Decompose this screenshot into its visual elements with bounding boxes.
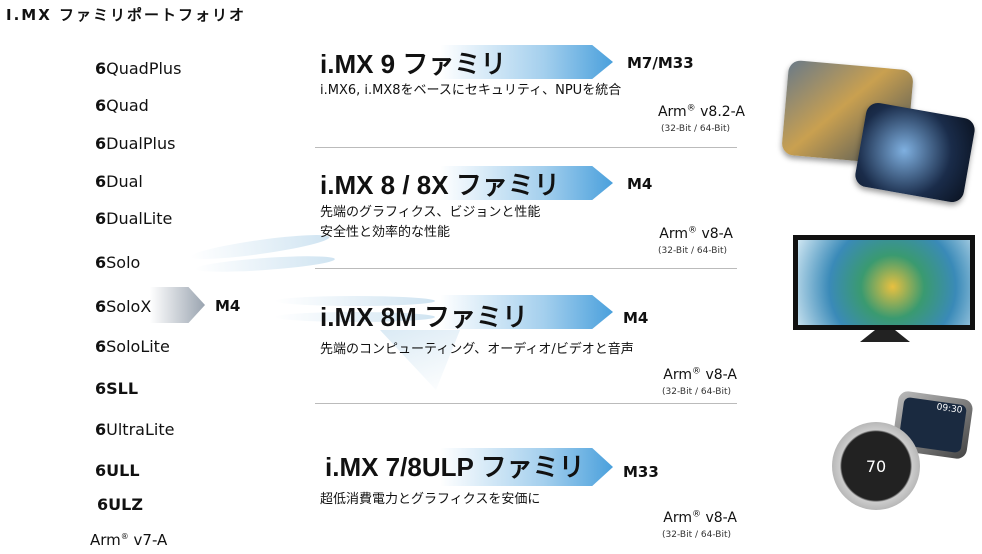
family-title: i.MX 7/8ULP ファミリ	[325, 452, 585, 482]
family-arrow	[440, 45, 613, 79]
family-core: M4	[623, 309, 649, 327]
imx6-item: 6SoloX	[95, 297, 152, 316]
automotive-tablet-image	[853, 101, 977, 204]
thermostat-value: 70	[865, 456, 887, 476]
family-desc: 先端のグラフィクス、ビジョンと性能	[320, 205, 541, 220]
page-title: I.MX ファミリポートフォリオ	[6, 6, 246, 24]
family-desc: 先端のコンピューティング、オーディオ/ビデオと音声	[320, 342, 634, 357]
divider	[315, 403, 737, 404]
imx6-item: 6SLL	[95, 379, 139, 398]
family-title: i.MX 9 ファミリ	[320, 49, 507, 79]
family-arch: Arm® v8-A	[659, 225, 733, 242]
imx6-item: 6Quad	[95, 96, 149, 115]
imx6-item: 6UltraLite	[95, 420, 175, 439]
imx6-item: 6DualPlus	[95, 134, 176, 153]
divider	[315, 268, 737, 269]
family-core: M33	[623, 463, 659, 481]
family-title: i.MX 8M ファミリ	[320, 302, 529, 332]
family-arch: Arm® v8-A	[663, 366, 737, 383]
family-bits: (32-Bit / 64-Bit)	[662, 530, 731, 540]
family-core: M4	[627, 175, 653, 193]
family-arrow	[440, 166, 613, 200]
flow-streak	[380, 330, 460, 390]
imx6-item: 6SoloLite	[95, 337, 170, 356]
imx6-item: 6Dual	[95, 172, 143, 191]
solox-core: M4	[215, 297, 241, 315]
family-bits: (32-Bit / 64-Bit)	[661, 124, 730, 134]
family-desc: i.MX6, i.MX8をベースにセキュリティ、NPUを統合	[320, 83, 622, 98]
family-bits: (32-Bit / 64-Bit)	[662, 387, 731, 397]
tv-stand	[860, 330, 910, 342]
family-arrow	[440, 295, 613, 329]
imx6-item: 6QuadPlus	[95, 59, 182, 78]
thermostat-image: 70	[832, 422, 920, 510]
family-title: i.MX 8 / 8X ファミリ	[320, 170, 560, 200]
tv-image	[793, 235, 975, 330]
flow-streak	[275, 296, 435, 306]
imx6-arch: Arm® v7-A	[90, 531, 168, 549]
family-desc: 超低消費電力とグラフィクスを安価に	[320, 492, 541, 507]
family-arrow	[440, 448, 613, 486]
solox-arrow	[150, 287, 205, 323]
family-bits: (32-Bit / 64-Bit)	[658, 246, 727, 256]
imx6-item: 6Solo	[95, 253, 141, 272]
family-arch: Arm® v8.2-A	[657, 103, 745, 120]
imx6-item: 6ULZ	[97, 495, 143, 514]
family-desc: 安全性と効率的な性能	[320, 225, 451, 240]
flow-streak	[275, 312, 435, 322]
imx6-item: 6ULL	[95, 461, 140, 480]
divider	[315, 147, 737, 148]
imx6-item: 6DualLite	[95, 209, 173, 228]
family-arch: Arm® v8-A	[663, 509, 737, 526]
family-core: M7/M33	[627, 54, 694, 72]
